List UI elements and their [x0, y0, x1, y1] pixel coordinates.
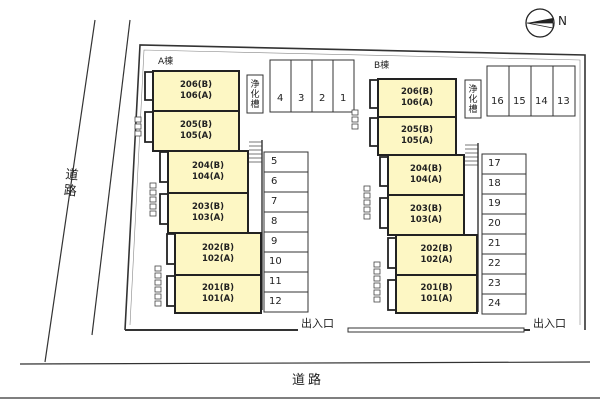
- building-a-label: A棟: [158, 57, 174, 67]
- parking-space-3: 3: [298, 93, 305, 104]
- unit-lower-number: 101(A): [201, 294, 235, 304]
- building-b-unit-203-103: 203(B) 103(A): [387, 194, 465, 236]
- entrance-b-label: 出入口: [533, 317, 566, 330]
- building-a-top-parking: [269, 59, 355, 113]
- building-a-septic-tank-label: 浄化槽: [250, 80, 260, 110]
- parking-space-1: 1: [340, 93, 347, 104]
- bottom-road-label: 道路: [292, 373, 325, 388]
- building-b-unit-204-104: 204(B) 104(A): [387, 154, 465, 196]
- unit-upper-number: 206(B): [180, 80, 212, 90]
- building-b-unit-202-102: 202(B) 102(A): [395, 234, 478, 276]
- parking-space-24: 24: [488, 298, 501, 309]
- unit-lower-number: 103(A): [191, 213, 225, 223]
- site-boundary: [124, 44, 586, 331]
- building-b-side-parking: [481, 153, 527, 315]
- frontage-curb-1: [347, 327, 525, 333]
- unit-upper-number: 203(B): [192, 202, 224, 212]
- building-b-septic-tank-box: [464, 79, 482, 119]
- unit-upper-number: 205(B): [401, 125, 433, 135]
- parking-space-17: 17: [488, 158, 501, 169]
- parking-space-14: 14: [535, 96, 548, 107]
- parking-space-18: 18: [488, 178, 501, 189]
- unit-upper-number: 204(B): [410, 164, 442, 174]
- building-b-unit-201-101: 201(B) 101(A): [395, 274, 478, 314]
- unit-upper-number: 202(B): [420, 244, 453, 254]
- parking-space-12: 12: [269, 296, 282, 307]
- left-road-edge-inner: [91, 19, 131, 336]
- building-b-top-parking: [486, 65, 576, 117]
- north-label: N: [558, 14, 567, 28]
- building-b-stairs: [465, 143, 479, 312]
- building-a-stairs: [249, 140, 263, 310]
- parking-space-11: 11: [269, 276, 282, 287]
- unit-lower-number: 102(A): [420, 255, 453, 265]
- site-boundary-inner: [129, 49, 581, 326]
- unit-upper-number: 205(B): [180, 120, 212, 130]
- building-b-label: B棟: [374, 61, 390, 71]
- entrance-a-label: 出入口: [301, 317, 334, 330]
- parking-space-16: 16: [491, 96, 504, 107]
- building-a-balconies: [144, 71, 175, 307]
- building-b-unit-206-106: 206(B) 106(A): [377, 78, 457, 118]
- parking-space-7: 7: [271, 196, 278, 207]
- north-arrow-icon: [525, 8, 555, 38]
- parking-space-22: 22: [488, 258, 501, 269]
- parking-space-10: 10: [269, 256, 282, 267]
- building-a-unit-204-104: 204(B) 104(A): [167, 150, 249, 194]
- parking-space-15: 15: [513, 96, 526, 107]
- parking-space-13: 13: [557, 96, 570, 107]
- unit-upper-number: 206(B): [401, 87, 433, 97]
- building-a-unit-205-105: 205(B) 105(A): [152, 110, 240, 152]
- parking-space-5: 5: [271, 156, 278, 167]
- building-b-unit-205-105: 205(B) 105(A): [377, 116, 457, 156]
- building-a-unit-206-106: 206(B) 106(A): [152, 70, 240, 112]
- building-a-ac-units: [134, 116, 162, 307]
- building-b-balconies: [369, 79, 396, 311]
- parking-space-8: 8: [271, 216, 278, 227]
- parking-space-9: 9: [271, 236, 278, 247]
- unit-lower-number: 103(A): [409, 215, 443, 225]
- parking-space-2: 2: [319, 93, 326, 104]
- building-b-septic-tank-label: 浄化槽: [468, 85, 478, 115]
- bottom-road-edge-upper: [19, 361, 591, 365]
- parking-space-4: 4: [277, 93, 284, 104]
- parking-space-23: 23: [488, 278, 501, 289]
- unit-lower-number: 104(A): [409, 175, 443, 185]
- unit-lower-number: 105(A): [179, 131, 213, 141]
- building-a-unit-202-102: 202(B) 102(A): [174, 232, 262, 276]
- building-a-unit-201-101: 201(B) 101(A): [174, 274, 262, 314]
- building-b-ac-units: [351, 109, 381, 303]
- building-a-septic-tank-box: [246, 74, 264, 114]
- unit-lower-number: 104(A): [191, 172, 225, 182]
- unit-upper-number: 201(B): [420, 283, 453, 293]
- building-a-unit-203-103: 203(B) 103(A): [167, 192, 249, 234]
- unit-upper-number: 204(B): [192, 161, 224, 171]
- unit-upper-number: 201(B): [202, 283, 234, 293]
- parking-space-21: 21: [488, 238, 501, 249]
- unit-lower-number: 105(A): [400, 136, 434, 146]
- parking-space-20: 20: [488, 218, 501, 229]
- building-a-side-parking: [263, 151, 309, 313]
- parking-space-19: 19: [488, 198, 501, 209]
- unit-upper-number: 203(B): [410, 204, 442, 214]
- unit-lower-number: 102(A): [201, 254, 235, 264]
- unit-lower-number: 106(A): [179, 91, 213, 101]
- parking-space-6: 6: [271, 176, 278, 187]
- unit-upper-number: 202(B): [202, 243, 234, 253]
- left-road-edge-outer: [44, 19, 96, 363]
- unit-lower-number: 101(A): [420, 294, 453, 304]
- unit-lower-number: 106(A): [400, 98, 434, 108]
